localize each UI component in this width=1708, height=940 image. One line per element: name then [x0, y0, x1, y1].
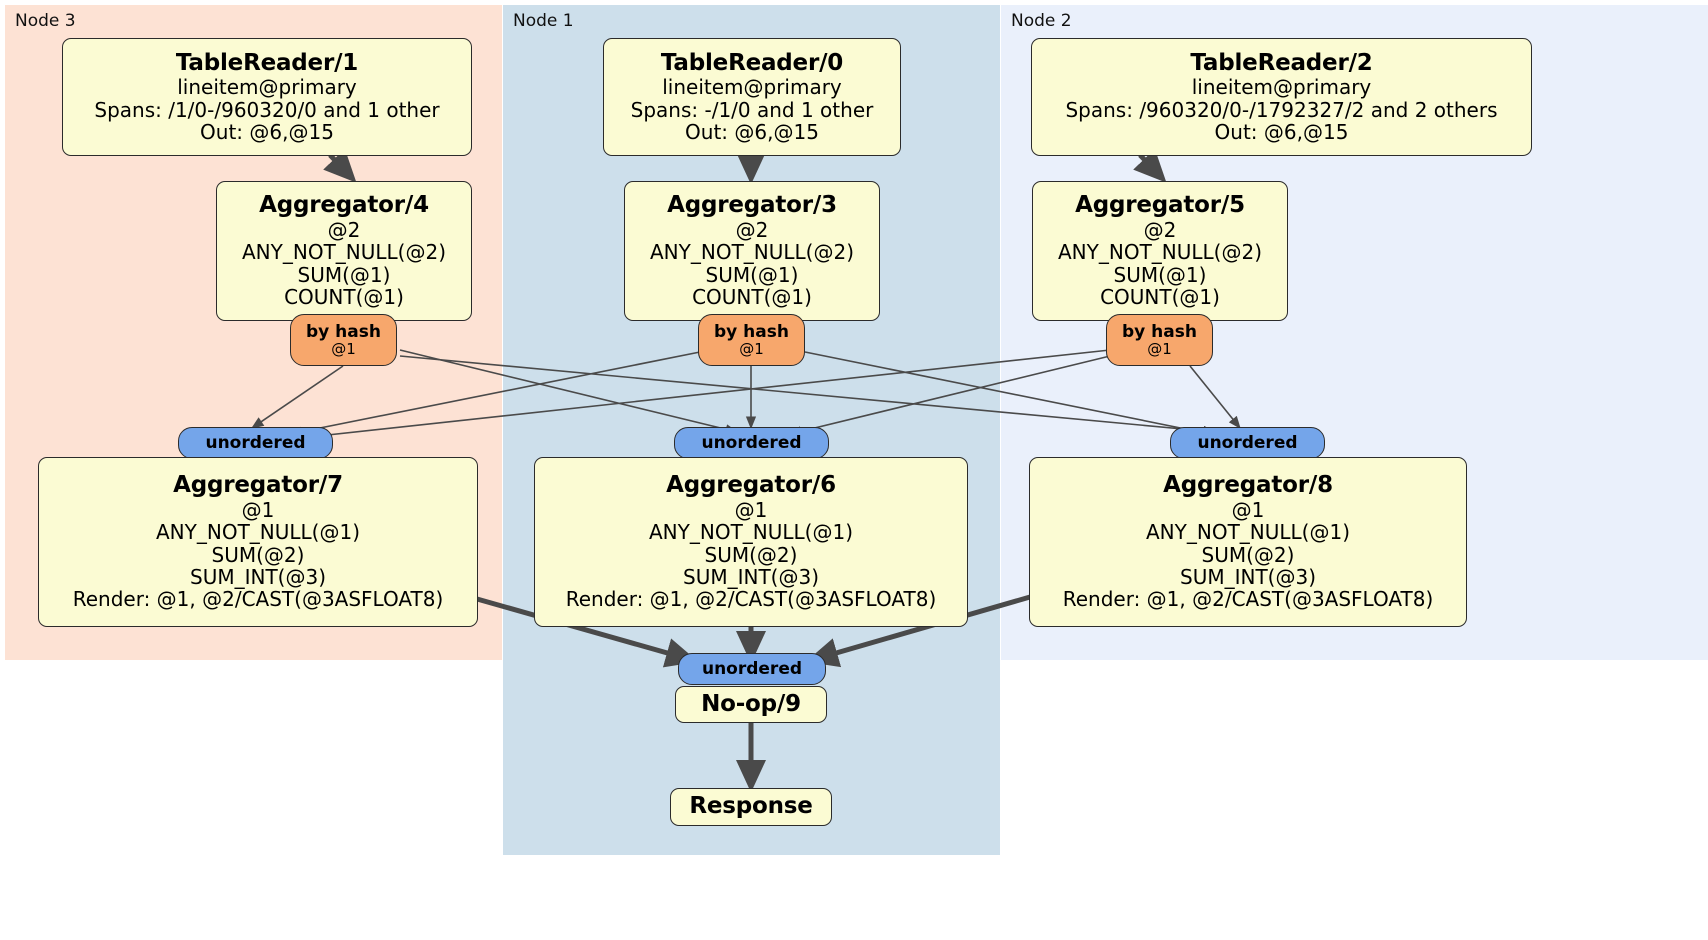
router-unordered-right[interactable]: unordered [1170, 427, 1325, 459]
router-label: by hash [714, 321, 789, 342]
box-aggregator-8[interactable]: Aggregator/8 @1 ANY_NOT_NULL(@1) SUM(@2)… [1029, 457, 1467, 627]
box-line: SUM(@2) [1201, 542, 1295, 567]
box-line: lineitem@primary [1191, 75, 1372, 100]
box-line: @1 [1231, 497, 1265, 522]
box-aggregator-4[interactable]: Aggregator/4 @2 ANY_NOT_NULL(@2) SUM(@1)… [216, 181, 472, 321]
box-line: @1 [241, 497, 275, 522]
box-line: ANY_NOT_NULL(@1) [649, 520, 853, 545]
box-line: Spans: -/1/0 and 1 other [630, 97, 874, 122]
router-label: by hash [1122, 321, 1197, 342]
box-line: Render: @1, @2/CAST(@3ASFLOAT8) [1062, 587, 1434, 612]
box-line: ANY_NOT_NULL(@1) [156, 520, 360, 545]
box-line: ANY_NOT_NULL(@1) [1146, 520, 1350, 545]
box-title: Aggregator/6 [666, 472, 836, 499]
router-label: unordered [701, 432, 802, 453]
box-line: Render: @1, @2/CAST(@3ASFLOAT8) [72, 587, 444, 612]
box-line: ANY_NOT_NULL(@2) [242, 240, 446, 265]
box-line: @2 [327, 218, 361, 243]
box-table-reader-0[interactable]: TableReader/0 lineitem@primary Spans: -/… [603, 38, 901, 156]
box-table-reader-2[interactable]: TableReader/2 lineitem@primary Spans: /9… [1031, 38, 1532, 156]
box-line: lineitem@primary [662, 75, 842, 100]
box-line: COUNT(@1) [284, 285, 404, 310]
box-line: Render: @1, @2/CAST(@3ASFLOAT8) [565, 587, 937, 612]
box-title: Aggregator/3 [667, 192, 837, 219]
box-table-reader-1[interactable]: TableReader/1 lineitem@primary Spans: /1… [62, 38, 472, 156]
node-label-node2: Node 2 [1011, 11, 1072, 31]
router-unordered-center[interactable]: unordered [674, 427, 829, 459]
router-unordered-final[interactable]: unordered [678, 653, 826, 685]
box-title: Aggregator/7 [173, 472, 343, 499]
node-label-node1: Node 1 [513, 11, 574, 31]
box-aggregator-7[interactable]: Aggregator/7 @1 ANY_NOT_NULL(@1) SUM(@2)… [38, 457, 478, 627]
router-label: unordered [1197, 432, 1298, 453]
box-response[interactable]: Response [670, 788, 832, 826]
box-line: SUM(@2) [211, 542, 305, 567]
node-label-node3: Node 3 [15, 11, 76, 31]
box-title: No-op/9 [701, 690, 801, 717]
box-line: SUM_INT(@3) [190, 565, 326, 590]
box-aggregator-5[interactable]: Aggregator/5 @2 ANY_NOT_NULL(@2) SUM(@1)… [1032, 181, 1288, 321]
box-line: @2 [735, 218, 769, 243]
box-line: ANY_NOT_NULL(@2) [650, 240, 854, 265]
box-title: Aggregator/4 [259, 192, 429, 219]
box-line: SUM(@1) [1113, 262, 1207, 287]
box-line: @2 [1143, 218, 1177, 243]
box-title: Aggregator/8 [1163, 472, 1333, 499]
box-title: Aggregator/5 [1075, 192, 1245, 219]
box-line: Out: @6,@15 [685, 120, 819, 145]
box-line: @1 [734, 497, 768, 522]
box-line: COUNT(@1) [1100, 285, 1220, 310]
router-label: unordered [205, 432, 306, 453]
router-unordered-left[interactable]: unordered [178, 427, 333, 459]
box-line: Out: @6,@15 [1214, 120, 1349, 145]
box-line: SUM(@1) [297, 262, 391, 287]
box-title: Response [689, 793, 813, 820]
box-line: Spans: /960320/0-/1792327/2 and 2 others [1065, 97, 1498, 122]
router-by-hash-left[interactable]: by hash @1 [290, 314, 397, 366]
box-title: TableReader/0 [660, 49, 844, 76]
box-aggregator-6[interactable]: Aggregator/6 @1 ANY_NOT_NULL(@1) SUM(@2)… [534, 457, 968, 627]
box-line: lineitem@primary [177, 75, 357, 100]
box-line: Out: @6,@15 [200, 120, 334, 145]
router-by-hash-center[interactable]: by hash @1 [698, 314, 805, 366]
box-line: ANY_NOT_NULL(@2) [1058, 240, 1262, 265]
box-line: SUM_INT(@3) [683, 565, 819, 590]
box-title: TableReader/2 [1190, 49, 1373, 76]
box-aggregator-3[interactable]: Aggregator/3 @2 ANY_NOT_NULL(@2) SUM(@1)… [624, 181, 880, 321]
box-line: SUM(@1) [705, 262, 799, 287]
box-no-op-9[interactable]: No-op/9 [675, 686, 827, 723]
box-line: COUNT(@1) [692, 285, 812, 310]
router-detail: @1 [739, 340, 764, 359]
box-title: TableReader/1 [175, 49, 359, 76]
router-detail: @1 [1147, 340, 1172, 359]
router-label: unordered [701, 658, 803, 679]
box-line: SUM_INT(@3) [1180, 565, 1316, 590]
box-line: SUM(@2) [704, 542, 798, 567]
router-label: by hash [306, 321, 381, 342]
router-detail: @1 [331, 340, 356, 359]
box-line: Spans: /1/0-/960320/0 and 1 other [94, 97, 440, 122]
router-by-hash-right[interactable]: by hash @1 [1106, 314, 1213, 366]
